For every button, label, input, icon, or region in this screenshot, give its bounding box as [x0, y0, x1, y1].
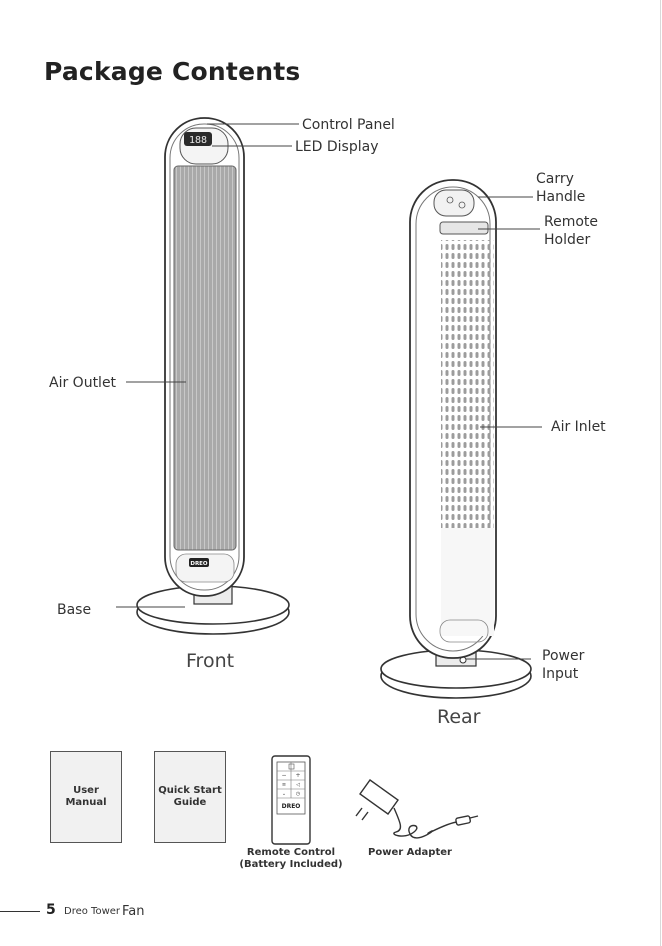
front-fan: 188 DREO [137, 118, 289, 634]
quick-start-booklet: Quick Start Guide [154, 751, 226, 843]
footer-brand: Dreo Tower [64, 906, 120, 917]
rear-fan [381, 180, 531, 698]
led-digits: 188 [189, 135, 207, 146]
page-edge [660, 0, 661, 946]
svg-text:◷: ◷ [296, 791, 301, 797]
svg-text:⌄: ⌄ [282, 791, 286, 797]
front-air-outlet-grille [174, 166, 236, 550]
remote-control-label: Remote Control (Battery Included) [236, 847, 346, 871]
svg-text:DREO: DREO [282, 803, 301, 810]
label-air-outlet: Air Outlet [49, 374, 116, 392]
svg-text:≡: ≡ [282, 782, 286, 788]
power-adapter-label: Power Adapter [360, 847, 460, 859]
svg-text:◁: ◁ [296, 782, 300, 788]
user-manual-label: User Manual [65, 785, 106, 809]
rear-air-inlet-grille [441, 240, 494, 528]
user-manual-booklet: User Manual [50, 751, 122, 843]
quick-start-label: Quick Start Guide [158, 785, 222, 809]
carry-handle [434, 190, 474, 216]
label-power-input: Power Input [542, 647, 584, 683]
label-carry-handle: Carry Handle [536, 170, 585, 206]
svg-text:+: + [295, 772, 300, 779]
svg-text:DREO: DREO [190, 561, 208, 567]
label-led-display: LED Display [295, 138, 378, 156]
caption-rear: Rear [437, 706, 481, 728]
label-remote-holder: Remote Holder [544, 213, 598, 249]
footer-product: Fan [122, 904, 145, 919]
page-number: 5 [46, 902, 56, 918]
power-adapter [356, 780, 478, 838]
label-base: Base [57, 601, 91, 619]
label-air-inlet: Air Inlet [551, 418, 606, 436]
caption-front: Front [186, 650, 234, 672]
remote-holder [440, 222, 488, 234]
label-control-panel: Control Panel [302, 116, 395, 134]
footer-rule [0, 911, 40, 912]
remote-control: − + ≡ ◁ ⌄ ◷ DREO [272, 756, 310, 844]
svg-text:−: − [281, 772, 286, 779]
